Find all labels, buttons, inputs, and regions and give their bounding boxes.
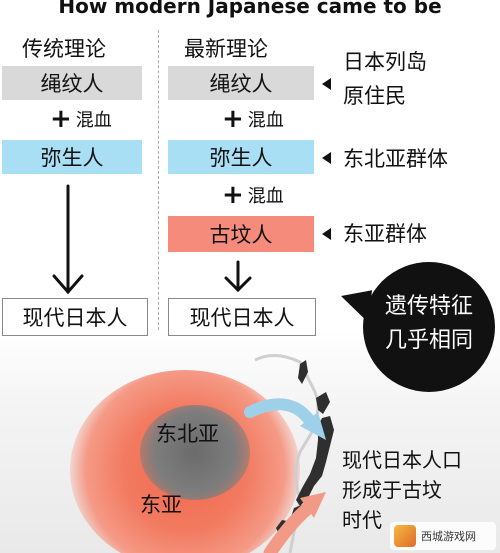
- new-yayoi-box: 弥生人: [168, 140, 314, 174]
- bubble-line2: 几乎相同: [384, 328, 473, 353]
- plus-icon: +: [222, 104, 244, 134]
- new-modern-japanese-box: 现代日本人: [168, 298, 316, 336]
- kofun-origin-label: 东亚群体: [343, 222, 427, 246]
- mix-text: 混血: [247, 110, 284, 131]
- new-jomon-box: 绳纹人: [168, 66, 314, 100]
- speech-bubble: [363, 262, 495, 392]
- traditional-modern-japanese-box: 现代日本人: [2, 298, 148, 336]
- conclusion-text: 现代日本人口 形成于古坟 时代: [342, 445, 462, 535]
- new-mix-label-1: +混血: [222, 106, 284, 132]
- yayoi-origin-label: 东北亚群体: [343, 147, 448, 171]
- conclusion-line3: 时代: [342, 508, 382, 532]
- plus-icon: +: [222, 180, 244, 210]
- east-asia-arrowhead: [300, 492, 326, 518]
- conclusion-line1: 现代日本人口: [342, 448, 462, 472]
- watermark: 西城游戏网: [390, 522, 496, 550]
- northeast-asia-region: [140, 405, 250, 500]
- traditional-yayoi-box: 弥生人: [2, 140, 142, 174]
- traditional-jomon-box: 绳纹人: [2, 66, 142, 100]
- northeast-asia-arrow: [244, 398, 318, 430]
- pointer-left-icon: [322, 228, 331, 240]
- pointer-left-icon: [322, 152, 331, 164]
- pointer-left-icon: [322, 78, 331, 90]
- new-down-arrow: [224, 260, 252, 293]
- jomon-origin-label: 日本列岛 原住民: [343, 45, 427, 113]
- northeast-asia-arrowhead: [300, 412, 326, 440]
- traditional-down-arrow: [52, 184, 84, 295]
- jomon-origin-line1: 日本列岛: [343, 50, 427, 74]
- speech-bubble-text: 遗传特征 几乎相同: [363, 290, 495, 358]
- jomon-origin-line2: 原住民: [343, 84, 406, 108]
- traditional-mix-label: +混血: [50, 106, 112, 132]
- traditional-theory-heading: 传统理论: [22, 37, 106, 61]
- mix-text: 混血: [247, 186, 284, 207]
- column-divider: [158, 30, 159, 330]
- watermark-logo-icon: [394, 525, 416, 547]
- page-title: How modern Japanese came to be: [58, 0, 442, 18]
- northeast-asia-label: 东北亚: [156, 422, 219, 446]
- mix-text: 混血: [75, 110, 112, 131]
- bubble-line1: 遗传特征: [384, 294, 473, 319]
- conclusion-line2: 形成于古坟: [342, 478, 442, 502]
- plus-icon: +: [50, 104, 72, 134]
- east-asia-label: 东亚: [140, 493, 182, 517]
- new-theory-heading: 最新理论: [184, 37, 268, 61]
- watermark-text: 西城游戏网: [421, 530, 476, 543]
- new-kofun-box: 古坟人: [168, 216, 314, 252]
- new-mix-label-2: +混血: [222, 182, 284, 208]
